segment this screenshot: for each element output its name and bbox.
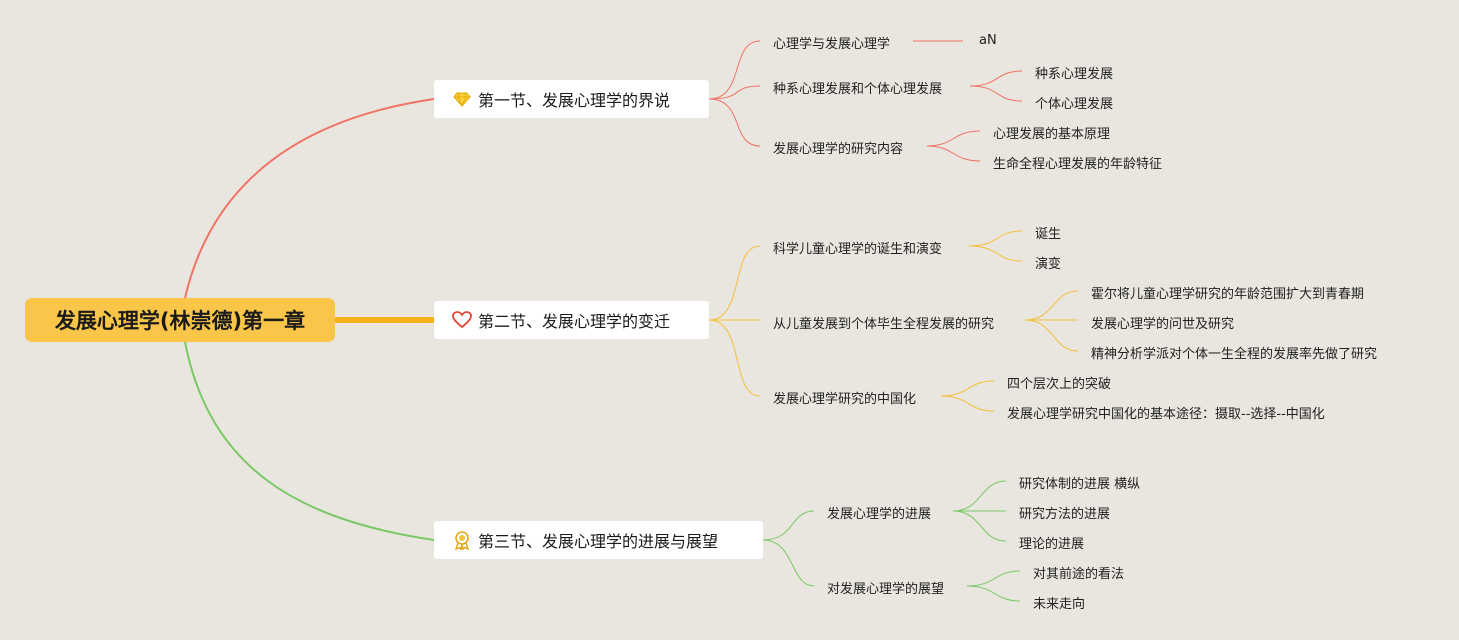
leaf-1-2-2[interactable]: 个体心理发展 — [1035, 97, 1114, 112]
connector-s1-b — [708, 85, 761, 100]
section-1-topic[interactable]: 第一节、发展心理学的界说 — [434, 80, 709, 118]
connector-s3-b1 — [966, 570, 1021, 587]
section-3-label: 第三节、发展心理学的进展与展望 — [478, 532, 719, 551]
connector-s2-b1 — [1024, 290, 1079, 321]
connector-s1-b2 — [969, 85, 1023, 102]
connector-root-sec3 — [184, 341, 435, 541]
leaf-3-2-2[interactable]: 未来走向 — [1033, 597, 1086, 612]
subtopic-2-3[interactable]: 发展心理学研究的中国化 — [773, 392, 917, 407]
connector-s3-b — [762, 539, 815, 587]
connector-s1-c1 — [926, 130, 981, 147]
connector-s2-a2 — [968, 245, 1023, 262]
connector-s1-c2 — [926, 145, 981, 162]
section-3-topic[interactable]: 第三节、发展心理学的进展与展望 — [434, 521, 763, 559]
award-ribbon-icon — [452, 530, 472, 550]
subtopic-3-1[interactable]: 发展心理学的进展 — [827, 507, 932, 522]
heart-icon — [452, 310, 472, 330]
connector-s1-b1 — [969, 70, 1023, 87]
leaf-3-2-1[interactable]: 对其前途的看法 — [1033, 567, 1125, 582]
connector-s2-c2 — [940, 395, 995, 412]
leaf-3-1-3[interactable]: 理论的进展 — [1019, 537, 1085, 552]
subtopic-2-2[interactable]: 从儿童发展到个体毕生全程发展的研究 — [773, 317, 995, 332]
subtopic-2-1[interactable]: 科学儿童心理学的诞生和演变 — [773, 242, 943, 257]
leaf-2-1-1[interactable]: 诞生 — [1035, 227, 1062, 242]
root-topic[interactable]: 发展心理学(林崇德)第一章 — [25, 298, 335, 342]
connector-s3-b2 — [966, 585, 1021, 602]
section-2-label: 第二节、发展心理学的变迁 — [478, 312, 671, 331]
connector-s3-a1 — [952, 480, 1007, 512]
leaf-2-2-1[interactable]: 霍尔将儿童心理学研究的年龄范围扩大到青春期 — [1091, 287, 1365, 302]
leaf-2-3-1[interactable]: 四个层次上的突破 — [1007, 377, 1112, 392]
connector-s3-a3 — [952, 510, 1007, 542]
leaf-1-3-1[interactable]: 心理发展的基本原理 — [993, 127, 1111, 142]
leaf-3-1-2[interactable]: 研究方法的进展 — [1019, 507, 1111, 522]
leaf-1-1-1[interactable]: aN — [979, 33, 997, 48]
subtopic-1-1[interactable]: 心理学与发展心理学 — [773, 37, 891, 52]
connector-s1-c — [708, 98, 761, 147]
connector-s1-a — [708, 40, 761, 100]
connector-s2-a — [708, 245, 761, 321]
connector-s2-c1 — [940, 380, 995, 397]
section-1-label: 第一节、发展心理学的界说 — [478, 91, 671, 110]
connector-root-sec1 — [184, 98, 435, 299]
leaf-2-2-3[interactable]: 精神分析学派对个体一生全程的发展率先做了研究 — [1091, 347, 1378, 362]
leaf-1-2-1[interactable]: 种系心理发展 — [1035, 67, 1114, 82]
leaf-3-1-1[interactable]: 研究体制的进展 横纵 — [1019, 477, 1141, 492]
connector-s2-c — [708, 319, 761, 397]
subtopic-1-3[interactable]: 发展心理学的研究内容 — [773, 142, 904, 157]
connector-s2-b3 — [1024, 319, 1079, 352]
leaf-2-2-2[interactable]: 发展心理学的问世及研究 — [1091, 317, 1235, 332]
diamond-icon — [452, 89, 472, 109]
connector-s3-a — [762, 510, 815, 541]
leaf-2-3-2[interactable]: 发展心理学研究中国化的基本途径：摄取--选择--中国化 — [1007, 407, 1325, 422]
subtopic-1-2[interactable]: 种系心理发展和个体心理发展 — [773, 82, 943, 97]
leaf-2-1-2[interactable]: 演变 — [1035, 257, 1062, 272]
section-2-topic[interactable]: 第二节、发展心理学的变迁 — [434, 301, 709, 339]
connector-s2-a1 — [968, 230, 1023, 247]
leaf-1-3-2[interactable]: 生命全程心理发展的年龄特征 — [993, 157, 1163, 172]
subtopic-3-2[interactable]: 对发展心理学的展望 — [827, 582, 945, 597]
